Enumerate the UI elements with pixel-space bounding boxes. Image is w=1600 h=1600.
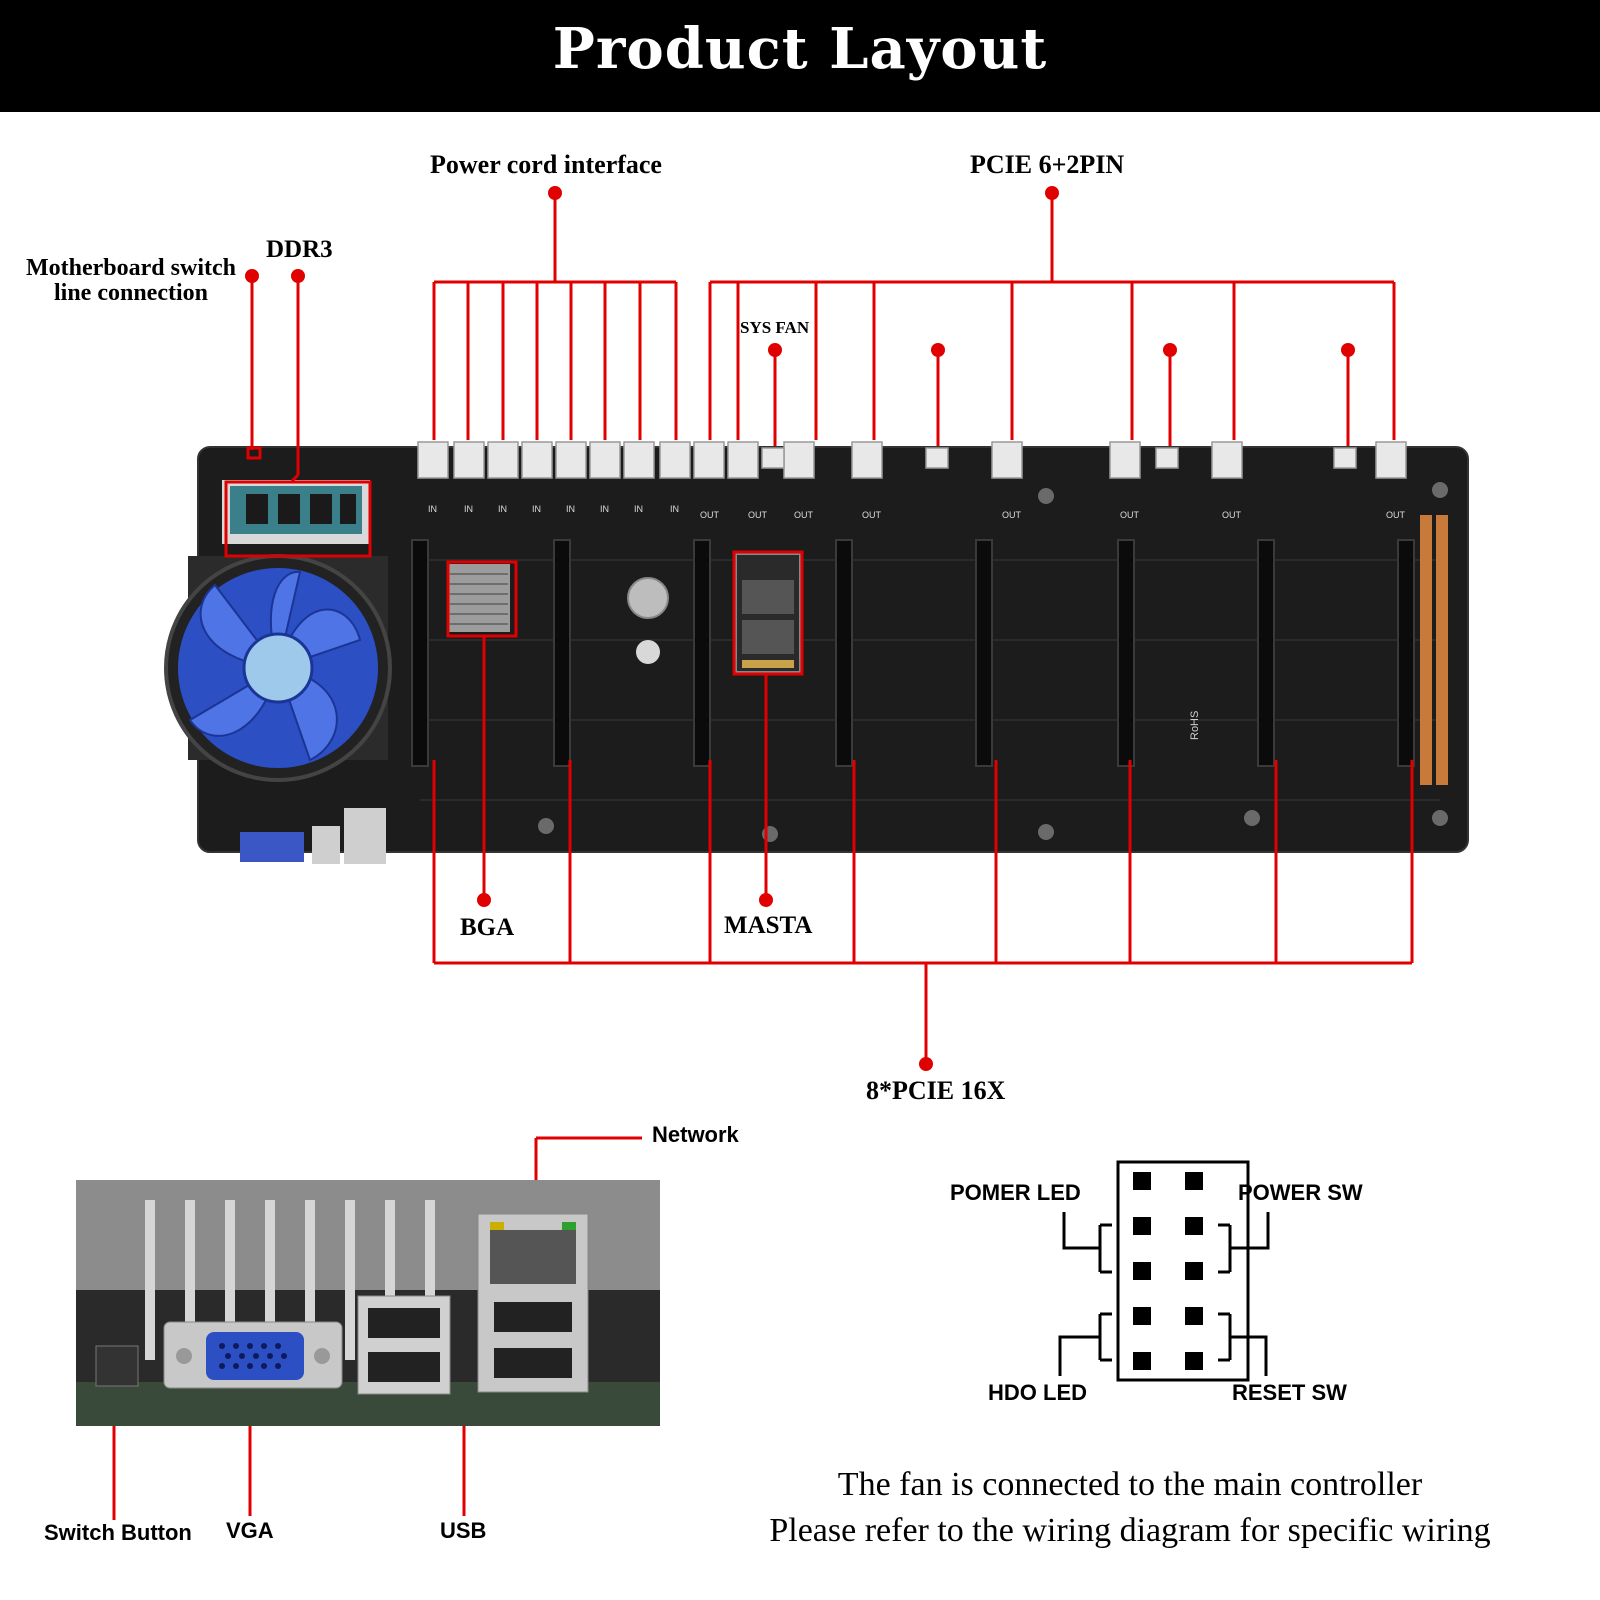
port-tag: OUT bbox=[1386, 510, 1406, 520]
front-panel-header bbox=[1058, 1160, 1270, 1382]
network-label: Network bbox=[652, 1122, 739, 1147]
hdd-led-label: HDO LED bbox=[988, 1380, 1087, 1405]
port-tag: OUT bbox=[862, 510, 882, 520]
motherboard-switch-line2: line connection bbox=[54, 280, 208, 306]
cmos-battery bbox=[627, 577, 669, 619]
top-connectors bbox=[417, 441, 1407, 479]
port-tag: OUT bbox=[794, 510, 814, 520]
port-tag: IN bbox=[566, 504, 575, 514]
msata-ssd bbox=[735, 553, 801, 673]
port-tag: IN bbox=[428, 504, 437, 514]
callout-dots bbox=[245, 186, 1355, 1071]
page-title: Product Layout bbox=[552, 16, 1048, 82]
power-sw-label: POWER SW bbox=[1238, 1180, 1363, 1205]
motherboard-switch-line1: Motherboard switch bbox=[26, 255, 236, 281]
port-tag: OUT bbox=[1120, 510, 1140, 520]
power-led-label: POMER LED bbox=[950, 1180, 1081, 1205]
port-tag: IN bbox=[670, 504, 679, 514]
board-usb-port bbox=[312, 826, 340, 864]
ddr3-slot bbox=[222, 480, 370, 544]
masta-label: MASTA bbox=[724, 912, 813, 939]
port-tag: IN bbox=[532, 504, 541, 514]
callout-lines bbox=[224, 196, 1414, 1060]
rohs-mark: RoHS bbox=[1189, 711, 1201, 740]
closeup-callouts bbox=[112, 1136, 642, 1520]
pcie-slots bbox=[411, 539, 1415, 767]
port-tag: IN bbox=[600, 504, 609, 514]
note-line-1: The fan is connected to the main control… bbox=[837, 1466, 1423, 1503]
note-line-2: Please refer to the wiring diagram for s… bbox=[769, 1512, 1491, 1549]
reset-sw-label: RESET SW bbox=[1232, 1380, 1347, 1405]
header-bar: Product Layout bbox=[0, 0, 1600, 112]
port-tag: OUT bbox=[748, 510, 768, 520]
board-vga-port bbox=[240, 832, 304, 862]
port-tag: OUT bbox=[1222, 510, 1242, 520]
usb-label: USB bbox=[440, 1518, 487, 1543]
board-lan-port bbox=[344, 808, 386, 864]
pcie-slots-label: 8*PCIE 16X bbox=[866, 1076, 1006, 1105]
port-tag: IN bbox=[498, 504, 507, 514]
pcie-power-label: PCIE 6+2PIN bbox=[970, 150, 1125, 179]
bga-chip bbox=[448, 564, 510, 632]
motherboard-switch-label: Motherboard switch line connection bbox=[26, 256, 236, 306]
bga-label: BGA bbox=[460, 914, 515, 941]
closeup-switch-button bbox=[95, 1345, 139, 1387]
port-tag: OUT bbox=[1002, 510, 1022, 520]
vga-label: VGA bbox=[226, 1518, 274, 1543]
io-closeup-photo bbox=[76, 1180, 660, 1426]
motherboard: IN IN IN IN IN IN IN IN OUT OUT OUT OUT … bbox=[164, 441, 1469, 864]
port-tag: OUT bbox=[700, 510, 720, 520]
switch-button-label: Switch Button bbox=[44, 1520, 192, 1545]
port-tag: IN bbox=[464, 504, 473, 514]
port-tag: IN bbox=[634, 504, 643, 514]
ddr3-label: DDR3 bbox=[266, 236, 333, 263]
power-cord-label: Power cord interface bbox=[430, 150, 662, 179]
cpu-fan bbox=[164, 554, 392, 782]
sys-fan-label: SYS FAN bbox=[740, 318, 810, 337]
